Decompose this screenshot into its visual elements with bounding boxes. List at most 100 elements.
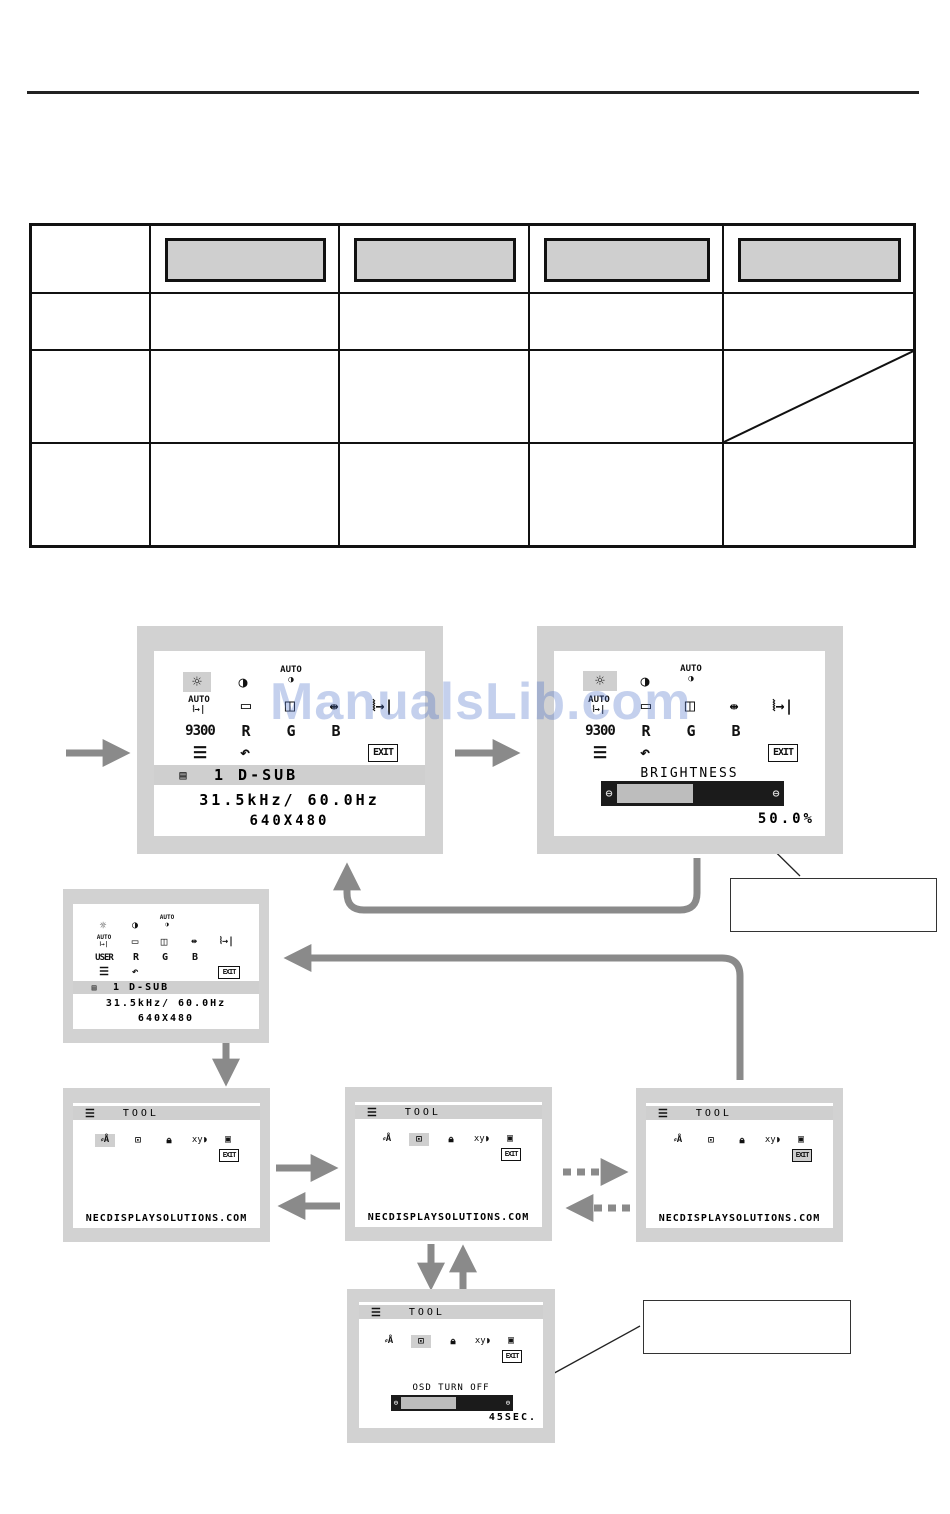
- resolution-notifier-icon[interactable]: xy◗: [474, 1336, 492, 1346]
- fine-icon[interactable]: ⦚→|: [372, 697, 394, 715]
- left-right-icon[interactable]: ▭: [640, 696, 652, 716]
- table-cell: [527, 348, 724, 444]
- plus-icon: ⊖: [505, 1399, 511, 1407]
- resolution-readout: 640X480: [137, 1013, 195, 1024]
- language-icon[interactable]: ⸗Å: [382, 1134, 392, 1144]
- osd-lock-icon[interactable]: 🔒︎: [739, 1135, 745, 1146]
- blue-label[interactable]: B: [331, 722, 341, 740]
- exit-icon[interactable]: EXIT: [768, 744, 798, 762]
- osd-time-icon[interactable]: ⊡: [707, 1135, 715, 1146]
- green-label[interactable]: G: [161, 952, 169, 963]
- fine-icon[interactable]: ⦚→|: [772, 697, 794, 715]
- left-right-icon[interactable]: ▭: [131, 935, 139, 948]
- resolution-notifier-icon[interactable]: xy◗: [191, 1135, 209, 1145]
- osd-time-icon[interactable]: ⊡: [134, 1135, 142, 1146]
- brightness-icon[interactable]: ☼: [583, 671, 617, 691]
- language-icon[interactable]: ⸗Å: [673, 1135, 683, 1145]
- contrast-icon[interactable]: ◑: [131, 920, 139, 931]
- tool-icon: ☰: [367, 1105, 377, 1119]
- exit-icon[interactable]: EXIT: [501, 1148, 521, 1161]
- fine-icon[interactable]: ⦚→|: [219, 936, 235, 947]
- red-label[interactable]: R: [241, 722, 251, 740]
- osd-lock-icon[interactable]: 🔒︎: [166, 1135, 172, 1146]
- green-label[interactable]: G: [286, 722, 296, 740]
- osd-small-screen: ☼ ◑ AUTO◑ AUTO⦚→| ▭ ◫ ⇹ ⦚→| USER R G B ☰…: [63, 889, 269, 1043]
- language-icon[interactable]: ⸗Å: [384, 1336, 394, 1346]
- factory-preset-icon[interactable]: ↶: [639, 743, 651, 763]
- tool-icon: ☰: [85, 1106, 95, 1120]
- tool-icon[interactable]: ☰: [592, 743, 608, 762]
- h-size-icon[interactable]: ⇹: [729, 697, 739, 715]
- osd-lock-icon[interactable]: 🔒︎: [448, 1134, 454, 1145]
- contrast-icon[interactable]: ◑: [238, 673, 248, 691]
- xy-label: xy: [473, 1134, 485, 1144]
- exit-icon[interactable]: EXIT: [218, 966, 240, 979]
- auto-adjust-icon[interactable]: AUTO◑: [680, 664, 702, 684]
- brightness-slider-fill: [617, 784, 693, 803]
- up-down-icon[interactable]: ◫: [160, 935, 168, 948]
- color-preset-label[interactable]: USER: [95, 953, 114, 963]
- input-label: 1 D-SUB: [113, 982, 170, 993]
- table-cell: [527, 441, 724, 548]
- tool-icon[interactable]: ☰: [192, 743, 208, 762]
- auto-adjust-icon[interactable]: AUTO◑: [159, 914, 175, 928]
- brightness-slider[interactable]: ⊖ ⊖: [601, 781, 784, 806]
- auto-position-icon[interactable]: AUTO⦚→|: [96, 934, 112, 948]
- auto-label: AUTO: [280, 665, 302, 675]
- osd-time-icon[interactable]: ⊡: [409, 1133, 429, 1146]
- xy-label: xy: [474, 1336, 486, 1346]
- top-rule: [27, 91, 919, 94]
- language-icon[interactable]: ⸗Å: [95, 1134, 115, 1147]
- exit-icon[interactable]: EXIT: [368, 744, 398, 762]
- osd-brightness-inner: ☼ ◑ AUTO◑ AUTO⦚→| ▭ ◫ ⇹ ⦚→| 9300 R G B ☰…: [554, 651, 825, 836]
- input-bar: ▤ 1 D-SUB: [154, 765, 425, 785]
- osd-time-icon[interactable]: ⊡: [411, 1335, 431, 1348]
- brightness-icon[interactable]: ☼: [99, 919, 107, 932]
- information-icon[interactable]: ▣: [507, 1335, 515, 1346]
- factory-preset-icon[interactable]: ↶: [131, 965, 139, 978]
- auto-label: AUTO: [96, 934, 112, 941]
- up-down-icon[interactable]: ◫: [684, 696, 696, 716]
- h-size-icon[interactable]: ⇹: [190, 936, 198, 947]
- information-icon[interactable]: ▣: [224, 1134, 232, 1145]
- table-cell: [29, 441, 151, 548]
- exit-icon[interactable]: EXIT: [502, 1350, 522, 1363]
- table-cell: [721, 223, 916, 294]
- left-right-icon[interactable]: ▭: [240, 696, 252, 716]
- tool-title: TOOL: [408, 1306, 445, 1318]
- up-down-icon[interactable]: ◫: [284, 696, 296, 716]
- diagonal-line: [724, 351, 914, 442]
- resolution-notifier-icon[interactable]: xy◗: [764, 1135, 782, 1145]
- blue-label[interactable]: B: [191, 952, 199, 963]
- h-size-icon[interactable]: ⇹: [329, 697, 339, 715]
- vga-connector-icon: ▤: [91, 983, 97, 992]
- auto-position-icon[interactable]: AUTO⦚→|: [588, 695, 610, 715]
- tool-icon[interactable]: ☰: [99, 965, 109, 978]
- osd-turn-off-inner: ☰ TOOL ⸗Å ⊡ 🔒︎ xy◗ ▣ EXIT OSD TURN OFF ⊖…: [359, 1302, 543, 1428]
- blue-label[interactable]: B: [731, 722, 741, 740]
- osd-lock-icon[interactable]: 🔒︎: [450, 1336, 456, 1347]
- brightness-icon[interactable]: ☼: [183, 672, 211, 692]
- information-icon[interactable]: ▣: [797, 1134, 805, 1145]
- url-text: NECDISPLAYSOLUTIONS.COM: [658, 1213, 821, 1224]
- osd-turn-off-slider[interactable]: ⊖ ⊖: [391, 1395, 513, 1411]
- information-icon[interactable]: ▣: [506, 1133, 514, 1144]
- auto-label: AUTO: [159, 914, 175, 921]
- contrast-icon[interactable]: ◑: [640, 672, 650, 690]
- auto-position-icon[interactable]: AUTO⦚→|: [188, 695, 210, 715]
- green-label[interactable]: G: [686, 722, 696, 740]
- auto-adjust-icon[interactable]: AUTO◑: [280, 665, 302, 685]
- exit-icon[interactable]: EXIT: [219, 1149, 239, 1162]
- red-label[interactable]: R: [132, 952, 140, 963]
- frequency-readout: 31.5kHz/ 60.0Hz: [199, 791, 380, 809]
- resolution-notifier-icon[interactable]: xy◗: [473, 1134, 491, 1144]
- color-preset-label[interactable]: 9300: [185, 723, 216, 739]
- red-label[interactable]: R: [641, 722, 651, 740]
- color-preset-label[interactable]: 9300: [585, 723, 616, 739]
- tool-title-bar: ☰ TOOL: [646, 1106, 833, 1120]
- exit-icon[interactable]: EXIT: [792, 1149, 812, 1162]
- input-label: 1 D-SUB: [214, 766, 299, 784]
- table-cell: [148, 441, 340, 548]
- xy-label: xy: [191, 1135, 203, 1145]
- factory-preset-icon[interactable]: ↶: [239, 743, 251, 763]
